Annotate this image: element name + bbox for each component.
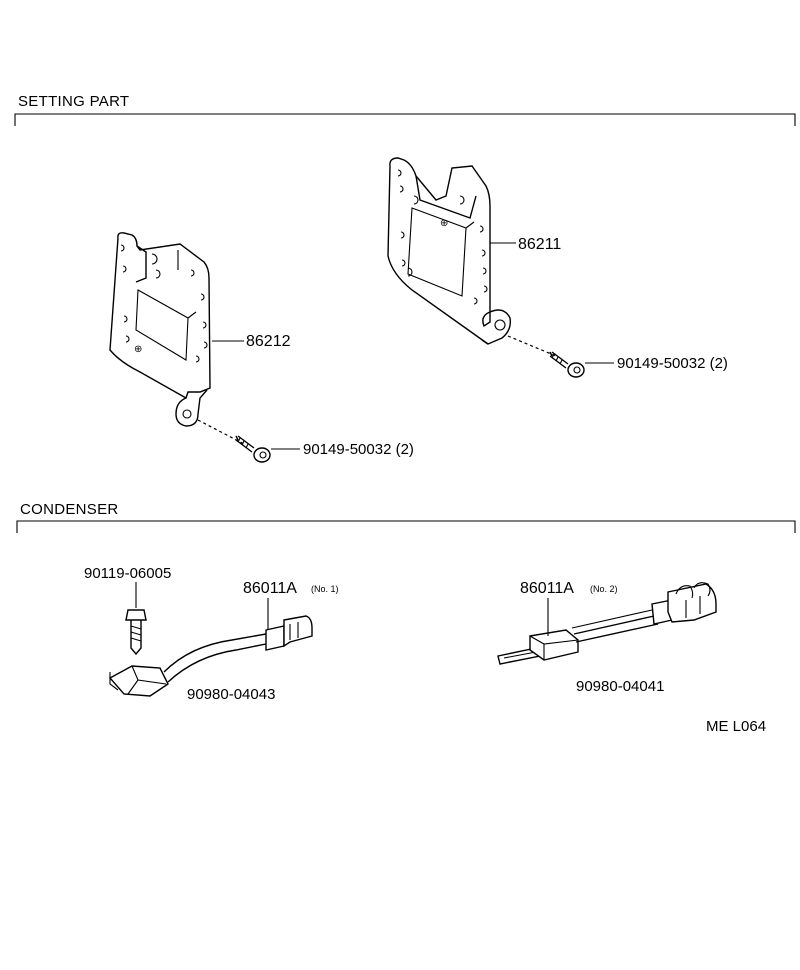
part-label-86211: 86211: [518, 236, 561, 253]
section-title-condenser: CONDENSER: [20, 501, 119, 518]
part-label-condenser-no1-suffix: (No. 1): [311, 584, 339, 594]
part-label-condenser-no1-code: 86011A: [243, 580, 297, 597]
screw-right-drawing: [549, 351, 585, 378]
figure-code: ME L064: [706, 718, 766, 735]
part-label-harness-left: 90980-04043: [187, 686, 275, 703]
embossed-mark-right: ⊕: [440, 218, 448, 229]
section-frame-condenser: [16, 520, 796, 533]
bracket-right-drawing: ⊕: [387, 157, 512, 345]
screw-left-drawing: [235, 435, 271, 463]
part-label-harness-right: 90980-04041: [576, 678, 664, 695]
part-label-screw-left: 90149-50032 (2): [303, 441, 414, 458]
part-label-86212: 86212: [246, 333, 291, 350]
embossed-mark-left: ⊕: [134, 344, 142, 355]
bracket-left-drawing: ⊕: [109, 232, 211, 427]
section-frame-setting-part: [14, 113, 796, 126]
condenser-no2-drawing: [497, 582, 717, 665]
part-label-condenser-no2-code: 86011A: [520, 580, 574, 597]
bolt-drawing: [125, 609, 147, 656]
section-title-setting-part: SETTING PART: [18, 93, 129, 110]
part-label-screw-right: 90149-50032 (2): [617, 355, 728, 372]
part-label-bolt: 90119-06005: [84, 565, 171, 582]
part-label-condenser-no2-suffix: (No. 2): [590, 584, 618, 594]
screw-axis-right: [507, 335, 557, 357]
condenser-no1-drawing: [108, 615, 313, 697]
